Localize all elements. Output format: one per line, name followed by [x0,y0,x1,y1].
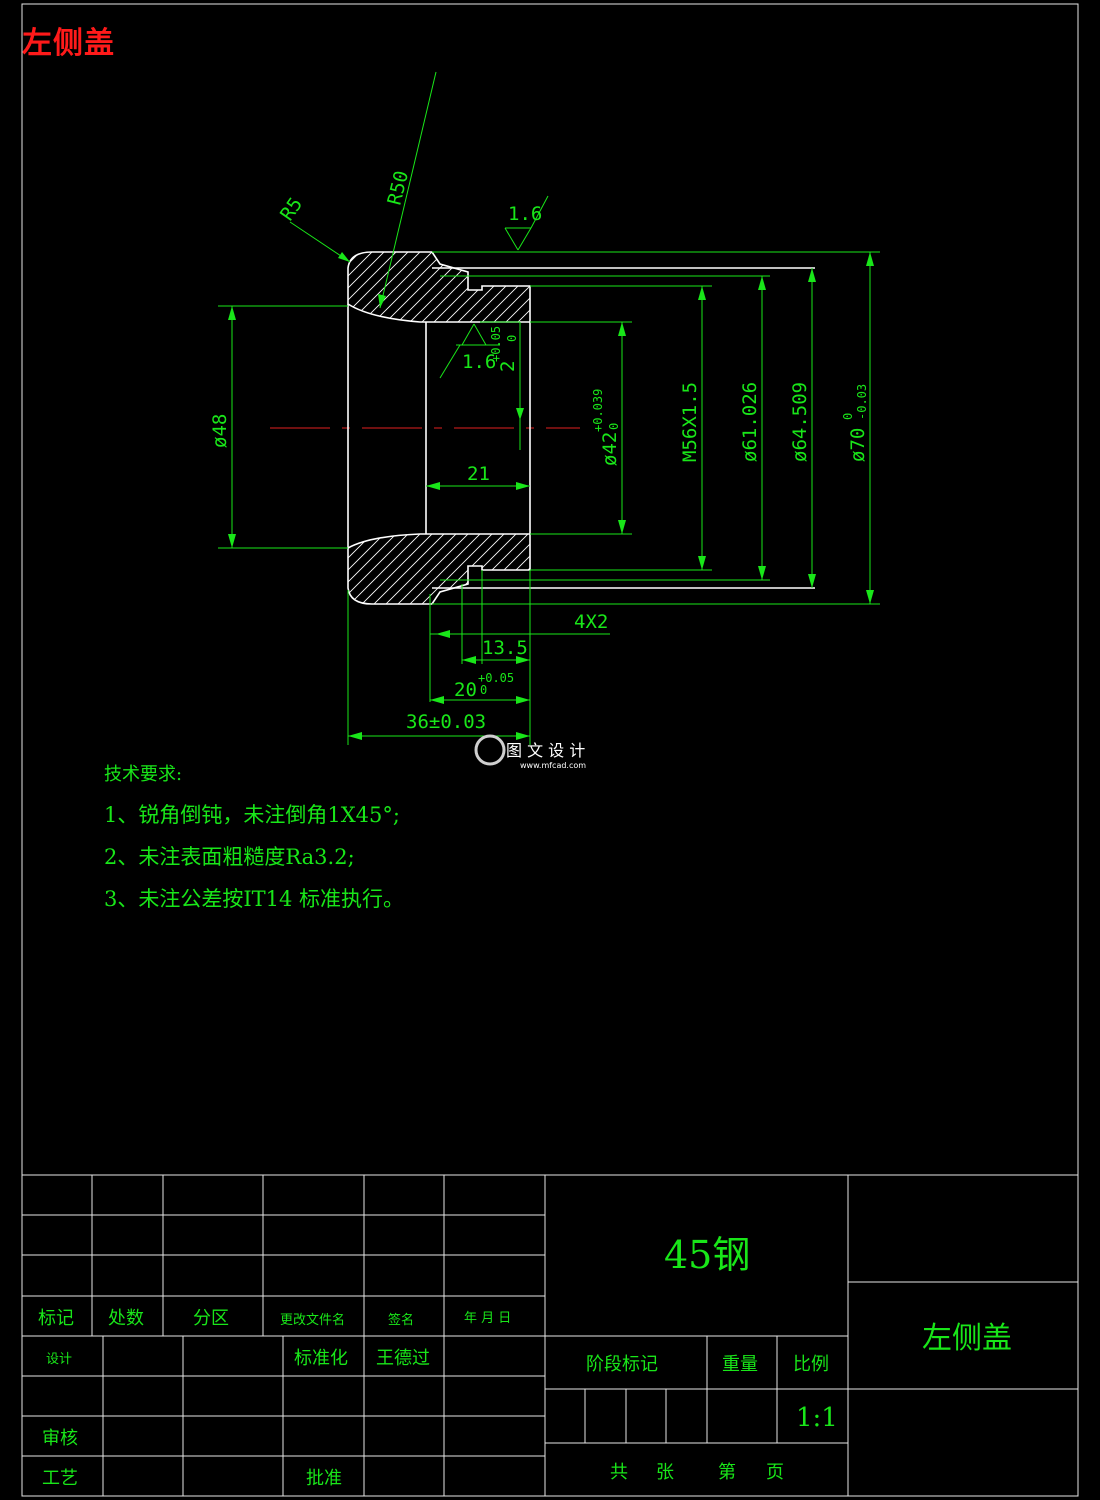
dim-d42: ø42 [599,432,621,466]
tb-page-no: 第 [718,1462,736,1483]
part-edges [347,267,815,589]
note-item-3: 3、未注公差按IT14 标准执行。 [104,887,404,911]
part-section-top [347,251,531,323]
dim-groove-depth: 2 [497,361,519,372]
tb-sign: 签名 [388,1312,414,1328]
dim-l36: 36±0.03 [406,711,486,733]
watermark: 图 文 设 计 www.mfcad.com [474,734,586,770]
dim-d70: ø70 [847,428,869,462]
dim-r50: R50 [384,169,414,208]
note-item-2: 2、未注表面粗糙度Ra3.2; [104,845,355,869]
dim-d70-tol-up: 0 [841,413,855,420]
tb-part-name: 左侧盖 [922,1321,1012,1356]
tb-mark: 标记 [38,1308,74,1329]
dim-l135: 13.5 [482,637,528,659]
sheet-title: 左侧盖 [22,26,115,61]
tb-weight: 重量 [722,1354,758,1375]
dim-l20: 20 [454,679,477,701]
dim-r5: R5 [276,193,307,224]
dim-m56: M56X1.5 [679,382,701,462]
part-section-bottom [347,533,531,605]
dimension-labels: R5 R50 1.6 1.6 2 +0.05 0 ø48 ø42 +0.039 … [209,169,869,733]
dim-w21: 21 [467,463,490,485]
tb-doc: 更改文件名 [280,1312,345,1328]
tb-standard-person: 王德过 [376,1348,430,1369]
title-block: 标记 处数 分区 更改文件名 签名 年 月 日 设计 标准化 王德过 审核 工艺… [22,1174,1078,1496]
dim-d42-tol-low: 0 [607,423,621,430]
dimension-lines [218,71,880,745]
tb-process: 工艺 [42,1468,78,1489]
tb-stage: 阶段标记 [586,1354,658,1375]
dim-groove-depth-tol: +0.05 [489,326,503,362]
tb-review: 审核 [42,1428,78,1449]
note-item-1: 1、锐角倒钝，未注倒角1X45°; [104,803,400,827]
tb-date: 年 月 日 [464,1311,511,1326]
tb-page: 页 [766,1462,784,1483]
watermark-text: 图 文 设 计 [506,741,585,760]
technical-notes: 技术要求: 1、锐角倒钝，未注倒角1X45°; 2、未注表面粗糙度Ra3.2; … [104,764,404,911]
dim-d48: ø48 [209,414,231,448]
tb-approve: 批准 [306,1468,342,1489]
dim-d61: ø61.026 [739,382,761,462]
dim-l20-tol-up: +0.05 [478,671,514,685]
tb-design: 设计 [46,1352,72,1367]
tb-scale-value: 1:1 [796,1403,838,1433]
watermark-url: www.mfcad.com [520,761,586,770]
dim-rough-inner: 1.6 [462,351,496,373]
dim-d64: ø64.509 [789,382,811,462]
tb-count: 处数 [108,1308,144,1329]
dim-groove-depth-tol2: 0 [505,335,519,342]
dim-chamfer: 4X2 [574,611,608,633]
dim-d42-tol-up: +0.039 [591,389,605,432]
tb-zone: 分区 [193,1308,229,1329]
tb-standard: 标准化 [294,1348,348,1369]
tb-sheets: 张 [656,1462,674,1483]
tb-material: 45钢 [664,1233,750,1277]
tb-total: 共 [610,1462,628,1483]
dim-l20-tol-low: 0 [480,683,487,697]
tb-scale: 比例 [793,1354,829,1375]
watermark-logo-icon [474,734,506,766]
drawing-border [21,3,1079,1497]
notes-heading: 技术要求: [104,764,182,785]
dim-rough-top: 1.6 [508,203,542,225]
dim-d70-tol-low: -0.03 [855,384,869,420]
